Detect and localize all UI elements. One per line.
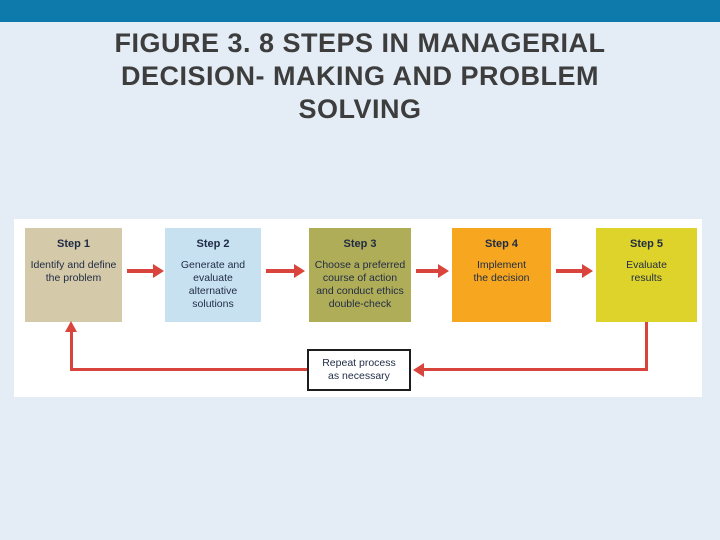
step-1-box: Step 1 Identify and define the problem [25,228,122,322]
step-label: Step 5 [629,238,663,250]
diagram-panel: Step 1 Identify and define the problem S… [14,219,702,397]
step-text: Generate and evaluate alternative soluti… [180,259,246,310]
flow-arrow-3-4 [416,269,438,273]
step-label: Step 2 [196,238,230,250]
arrow-left-icon [413,363,424,377]
slide-accent-bar [0,0,720,22]
arrow-right-icon [294,264,305,278]
feedback-line-up [70,331,73,371]
arrow-right-icon [438,264,449,278]
step-label: Step 4 [484,238,518,250]
step-text: Identify and define the problem [30,259,117,284]
step-text: Choose a preferred course of action and … [314,259,406,310]
arrow-up-icon [65,321,77,332]
step-label: Step 3 [343,238,377,250]
step-3-box: Step 3 Choose a preferred course of acti… [309,228,411,322]
repeat-process-box: Repeat process as necessary [307,349,411,391]
feedback-line-left [70,368,307,371]
flow-arrow-1-2 [127,269,153,273]
step-text: Implement the decision [473,259,530,284]
slide-title: FIGURE 3. 8 STEPS IN MANAGERIAL DECISION… [114,28,606,124]
arrow-right-icon [153,264,164,278]
step-label: Step 1 [56,238,90,250]
step-2-box: Step 2 Generate and evaluate alternative… [165,228,261,322]
step-5-box: Step 5 Evaluate results [596,228,697,322]
flow-arrow-2-3 [266,269,294,273]
feedback-line-right [424,368,648,371]
flow-arrow-4-5 [556,269,582,273]
arrow-right-icon [582,264,593,278]
step-text: Evaluate results [626,259,667,284]
feedback-line-down [645,322,648,371]
step-4-box: Step 4 Implement the decision [452,228,551,322]
